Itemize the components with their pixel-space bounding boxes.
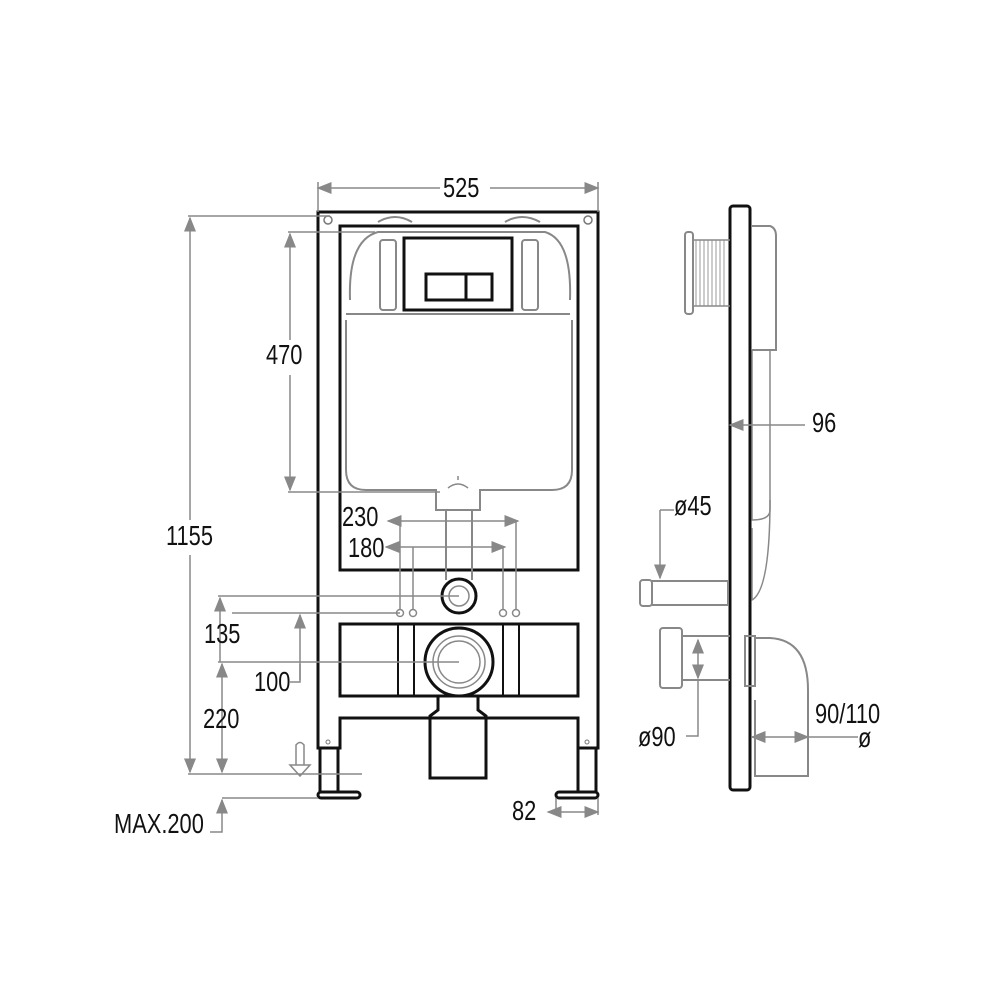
dim-leg-extension: MAX.200 [114,808,204,839]
dim-outlet-height: 220 [203,703,240,734]
dim-overall-height: 1155 [166,520,213,551]
dim-outlet-diameter: ø90 [638,721,676,752]
dim-outlet-offset: 100 [254,666,291,697]
front-view [288,210,600,800]
side-dimension-lines [654,419,858,743]
dim-drain-diameter: 90/110 [815,698,881,729]
dim-overall-width: 525 [443,172,480,203]
dim-bolt-outer: 230 [342,501,379,532]
front-dimension-lines [184,182,600,833]
dim-bolt-inner: 180 [348,532,385,563]
dim-foot-depth: 82 [512,795,537,826]
dim-cistern-height: 470 [266,339,303,370]
dim-inlet-outlet: 135 [204,618,241,649]
side-view [639,204,809,792]
dim-drain-diameter-symbol: ø [858,722,872,753]
dim-inlet-diameter: ø45 [674,490,712,521]
dim-frame-depth: 96 [812,407,837,438]
